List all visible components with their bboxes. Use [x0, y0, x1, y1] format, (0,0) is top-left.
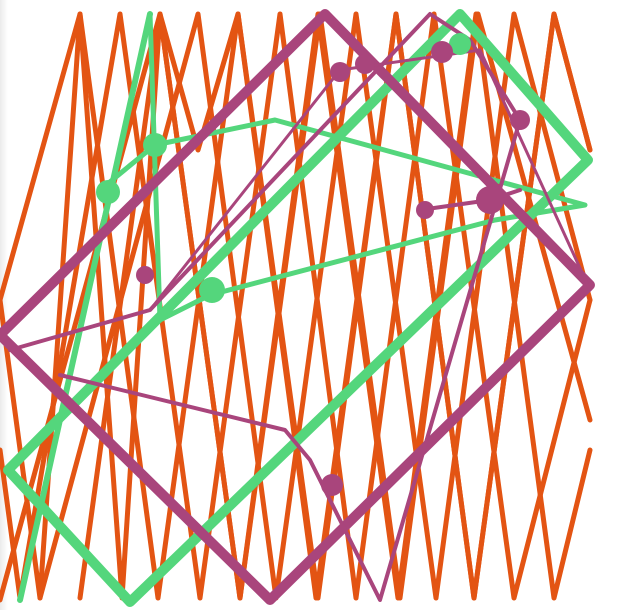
- marker-dot-group: [96, 33, 530, 496]
- magenta-thick-diamond: [0, 9, 595, 605]
- green-marker-dot: [449, 33, 471, 55]
- magenta-marker-dot: [416, 201, 434, 219]
- green-marker-dot: [143, 133, 167, 157]
- magenta-marker-dot: [510, 110, 530, 130]
- magenta-marker-dot: [321, 474, 343, 496]
- orange-zigzag-line: [37, 11, 593, 601]
- orange-zigzag-line: [0, 11, 593, 601]
- magenta-accent-line: [148, 48, 592, 312]
- magenta-marker-dot: [431, 41, 453, 63]
- magenta-marker-dot: [355, 54, 375, 74]
- orange-zigzag-line: [77, 11, 593, 601]
- green-marker-dot: [96, 180, 120, 204]
- green-diagonal-line: [17, 11, 153, 603]
- orange-zigzag-group: [0, 11, 593, 603]
- magenta-marker-dot: [330, 62, 350, 82]
- green-thick-diamond: [3, 9, 593, 607]
- magenta-marker-dot: [136, 266, 154, 284]
- magenta-marker-dot: [476, 186, 504, 214]
- green-marker-dot: [199, 277, 225, 303]
